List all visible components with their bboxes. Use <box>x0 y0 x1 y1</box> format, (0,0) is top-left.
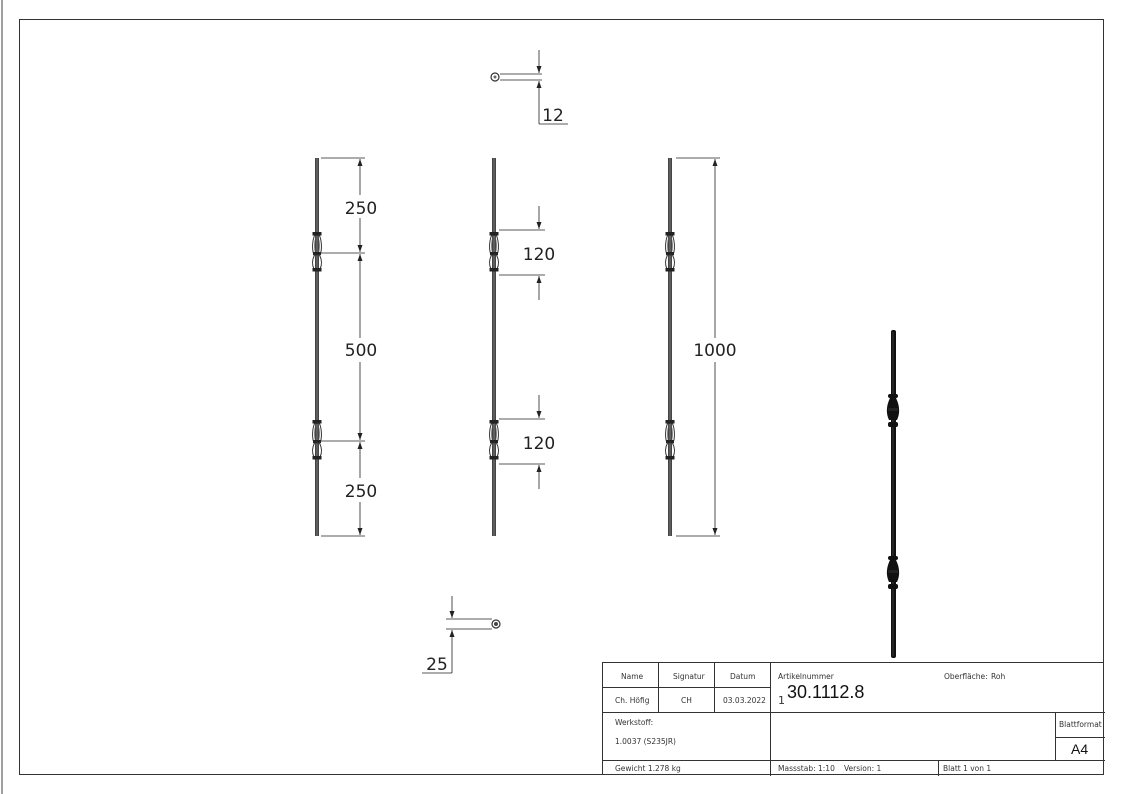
view-front-left: 250 500 250 <box>312 157 377 537</box>
header-signature: Signatur <box>673 672 705 681</box>
page-edge-line <box>1 0 3 794</box>
drawing-date: 03.03.2022 <box>723 696 766 705</box>
weight: Gewicht 1.278 kg <box>615 764 681 773</box>
sheet-format-value: A4 <box>1071 741 1089 757</box>
dim-1000: 1000 <box>693 341 736 361</box>
drafter-signature: CH <box>681 696 692 705</box>
view-isometric <box>886 330 900 658</box>
material-value: 1.0037 (S235JR) <box>615 737 676 746</box>
article-label: Artikelnummer <box>778 672 834 681</box>
scale: Massstab: 1:10 <box>778 764 835 773</box>
header-date: Datum <box>730 672 756 681</box>
header-name: Name <box>621 672 644 681</box>
dim-25: 25 <box>426 655 448 675</box>
drafter-name: Ch. Höfig <box>615 696 650 705</box>
view-section-bottom: 25 <box>422 596 501 675</box>
dim-250-bottom: 250 <box>345 482 377 502</box>
article-number: 30.1112.8 <box>787 682 865 702</box>
title-block: Name Signatur Datum Ch. Höfig CH 03.03.2… <box>602 662 1105 776</box>
surface-value: Roh <box>991 672 1006 681</box>
sheet-format-label: Blattformat <box>1059 720 1102 729</box>
drawing-frame <box>19 19 1104 775</box>
view-front-right: 1000 <box>665 157 737 537</box>
version: Version: 1 <box>844 764 882 773</box>
article-prefix: 1 <box>778 694 785 707</box>
dim-120-upper: 120 <box>523 245 555 265</box>
view-section-top: 12 <box>490 50 568 126</box>
dim-120-lower: 120 <box>523 434 555 454</box>
material-label: Werkstoff: <box>615 718 654 727</box>
surface-label: Oberfläche: <box>944 672 988 681</box>
dim-12: 12 <box>542 106 564 126</box>
view-front-middle: 120 120 <box>489 158 555 536</box>
sheet-number: Blatt 1 von 1 <box>943 764 992 773</box>
dim-500: 500 <box>345 341 377 361</box>
dim-250-top: 250 <box>345 199 377 219</box>
